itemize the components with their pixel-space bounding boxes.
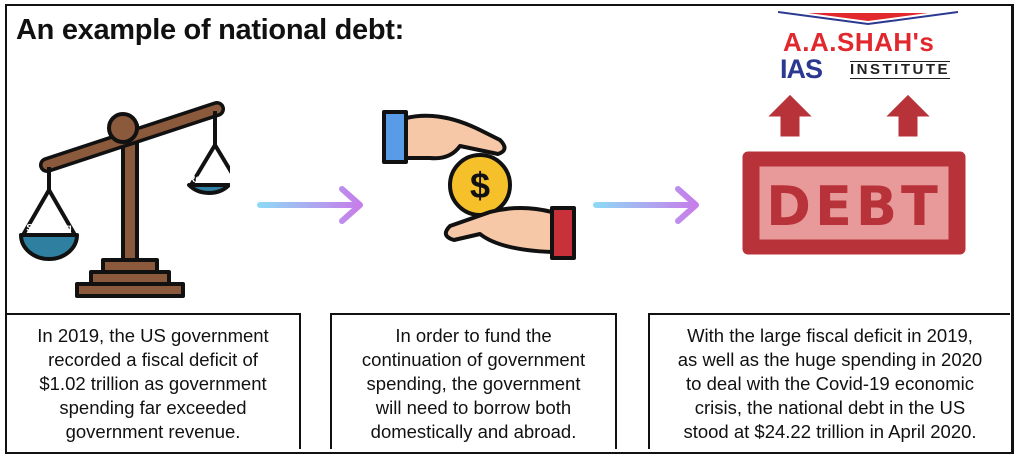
text-line: spending, the government (366, 373, 581, 394)
text-line: spending far exceeded (59, 397, 247, 418)
text-line: continuation of government (361, 349, 586, 370)
text-line: will need to borrow both (375, 397, 572, 418)
text-line: as well as the huge spending in 2020 (677, 349, 983, 370)
text-box-national-debt: With the large fiscal deficit in 2019, a… (648, 313, 1010, 449)
text-line: domestically and abroad. (370, 421, 577, 442)
text-box-fiscal-deficit: In 2019, the US government recorded a fi… (7, 313, 301, 449)
arrow-right-icon-2 (593, 186, 699, 224)
text-line: In order to fund the (395, 325, 552, 346)
debt-sign-icon: DEBT (742, 95, 966, 255)
logo-ias: IAS (780, 54, 823, 84)
logo-institute: INSTITUTE (850, 61, 950, 79)
balance-scale-icon: Spending Revenue (19, 101, 230, 298)
text-line: crisis, the national debt in the US (694, 397, 966, 418)
spending-label: Spending (26, 223, 72, 234)
text-line: $1.02 trillion as government (39, 373, 267, 394)
dollar-sign: $ (470, 165, 490, 206)
text-line: government revenue. (65, 421, 241, 442)
logo-name: A.A.SHAH's (783, 27, 935, 57)
text-box-borrowing: In order to fund the continuation of gov… (330, 313, 617, 449)
text-line: recorded a fiscal deficit of (48, 349, 258, 370)
arrow-right-icon-1 (257, 186, 363, 224)
hands-exchanging-money-icon: $ (382, 110, 576, 260)
revenue-label: Revenue (188, 174, 230, 185)
debt-label: DEBT (766, 175, 942, 238)
text-line: to deal with the Covid-19 economic (686, 373, 974, 394)
text-line: stood at $24.22 trillion in April 2020. (683, 421, 977, 442)
text-line: In 2019, the US government (37, 325, 269, 346)
logo: A.A.SHAH's IAS INSTITUTE (778, 10, 958, 84)
outer-border (5, 4, 1014, 454)
page-title: An example of national debt: (16, 14, 404, 46)
text-line: With the large fiscal deficit in 2019, (687, 325, 973, 346)
logo-chevron-icon (778, 11, 958, 26)
